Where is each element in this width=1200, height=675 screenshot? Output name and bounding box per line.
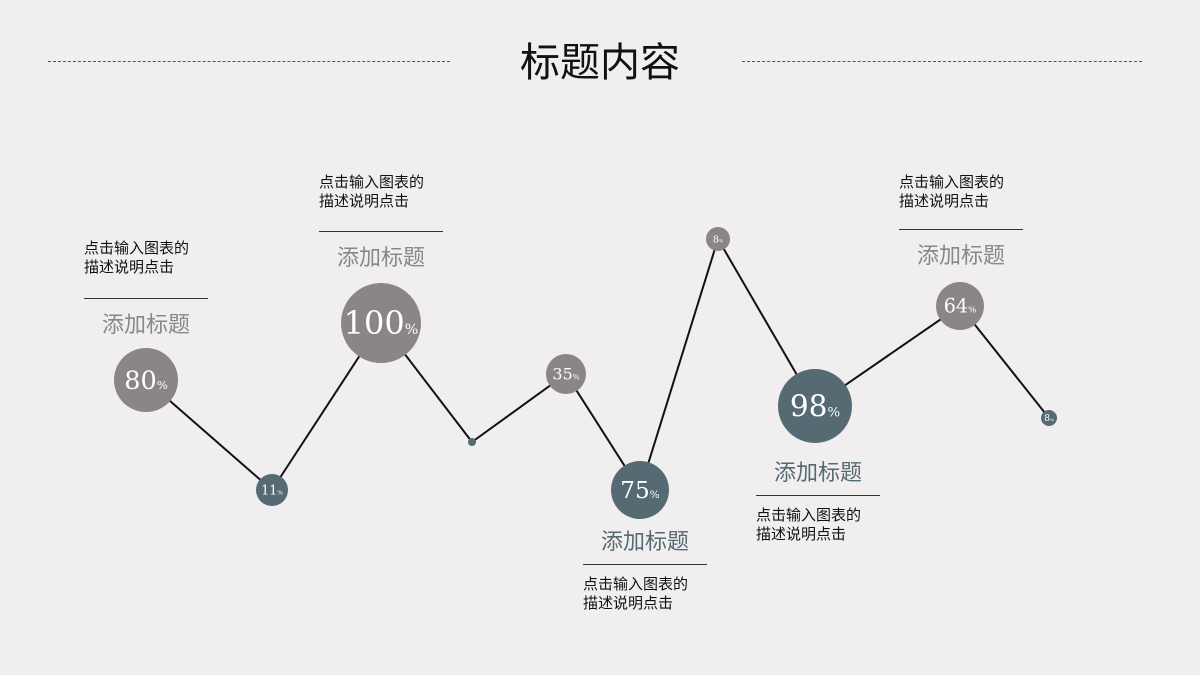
label-block-2: 点击输入图表的 描述说明点击 添加标题: [319, 173, 443, 272]
label-description: 点击输入图表的 描述说明点击: [319, 173, 425, 210]
label-heading: 添加标题: [600, 530, 689, 555]
bubble-value: 100%: [344, 304, 419, 342]
label-block-1: 点击输入图表的 描述说明点击 添加标题: [84, 239, 208, 339]
label-heading: 添加标题: [101, 313, 190, 338]
data-bubble: [936, 282, 984, 330]
data-bubble: [341, 283, 421, 363]
label-rule: [583, 564, 707, 565]
title-divider-right: [742, 61, 1142, 62]
bubble-value: 75%: [620, 477, 660, 504]
bubble-value: 35%: [552, 365, 579, 384]
title-divider-left: [48, 61, 450, 62]
label-rule: [899, 229, 1023, 230]
label-description: 点击输入图表的 描述说明点击: [899, 173, 1005, 210]
data-bubble: [611, 461, 669, 519]
data-bubble: [1041, 410, 1057, 426]
data-bubble: [706, 227, 730, 251]
label-description: 点击输入图表的 描述说明点击: [756, 506, 862, 543]
bubble-value: 98%: [790, 389, 840, 423]
bubble-value: 64%: [944, 295, 977, 318]
label-description: 点击输入图表的 描述说明点击: [84, 239, 190, 276]
label-block-3: 添加标题 点击输入图表的 描述说明点击: [583, 524, 707, 613]
label-description: 点击输入图表的 描述说明点击: [583, 575, 689, 612]
data-bubble: [256, 474, 288, 506]
label-block-4: 添加标题 点击输入图表的 描述说明点击: [756, 455, 880, 544]
label-heading: 添加标题: [916, 244, 1005, 269]
connector-line: [639, 238, 719, 491]
label-rule: [319, 231, 443, 232]
bubble-value: 80%: [124, 366, 168, 396]
label-block-5: 点击输入图表的 描述说明点击 添加标题: [899, 173, 1023, 270]
label-rule: [756, 495, 880, 496]
bubble-value: 8%: [1044, 414, 1054, 424]
label-heading: 添加标题: [773, 461, 862, 486]
data-bubble: [468, 438, 476, 446]
label-heading: 添加标题: [336, 246, 425, 271]
data-bubble: [114, 348, 178, 412]
data-bubble: [546, 354, 586, 394]
label-rule: [84, 298, 208, 299]
bubble-value: 8%: [713, 234, 723, 245]
bubble-value: 11%: [261, 483, 283, 498]
page-title: 标题内容: [520, 40, 680, 86]
data-bubble: [778, 369, 852, 443]
